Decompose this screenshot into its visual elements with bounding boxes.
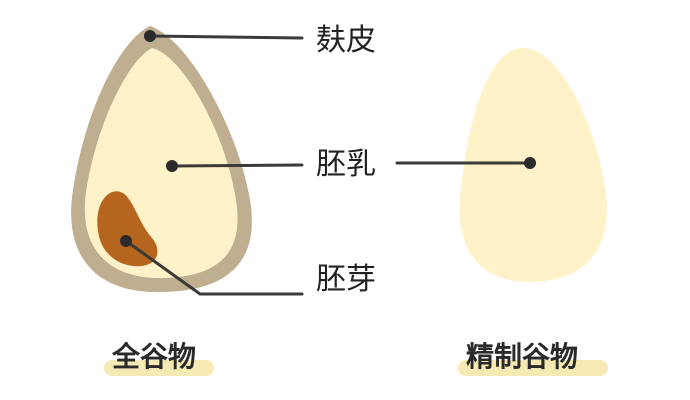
refined-endosperm-marker-dot — [524, 157, 536, 169]
whole-grain-caption-highlight — [104, 360, 214, 376]
germ-marker-dot — [120, 235, 132, 247]
refined-grain-caption-highlight — [458, 360, 608, 376]
caption-refined-grain: 精制谷物 — [466, 340, 579, 373]
whole-grain-germ — [97, 191, 158, 267]
endosperm-leader-line — [170, 163, 304, 168]
label-bran: 麸皮 — [316, 23, 376, 58]
label-germ: 胚芽 — [316, 262, 376, 297]
bran-marker-dot — [144, 30, 156, 42]
caption-whole-grain: 全谷物 — [112, 340, 197, 373]
bran-leader-line — [148, 34, 304, 40]
germ-leader-line — [124, 239, 304, 296]
endosperm-marker-dot — [166, 160, 178, 172]
label-endosperm: 胚乳 — [316, 147, 376, 182]
